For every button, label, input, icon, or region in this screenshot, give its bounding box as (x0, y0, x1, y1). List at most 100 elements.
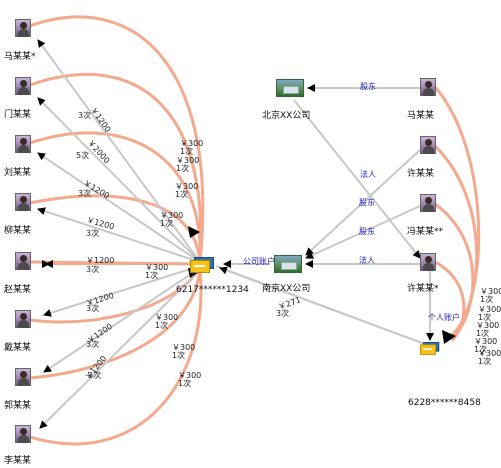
person-node[interactable] (420, 253, 436, 271)
relation-label: 公司账户 (243, 257, 275, 266)
transfer-amount: ￥1200 (86, 256, 115, 265)
arrowhead-left-p5 (42, 260, 50, 268)
cross-transfer-count: 3次 (276, 309, 290, 318)
return-count: 1次 (172, 351, 186, 360)
return-count: 1次 (145, 271, 159, 280)
arrowhead-card2 (442, 330, 456, 344)
relation-label: 股东 (360, 82, 376, 91)
flow-p3-card1 (29, 131, 202, 263)
bank-card-icon[interactable] (420, 342, 440, 355)
person-node[interactable] (15, 77, 31, 95)
return-amount: ￥300 (160, 211, 184, 220)
flow-p2-card1 (29, 72, 203, 263)
person-name: 马某某* (4, 52, 36, 62)
link-p7-card (43, 267, 201, 373)
return-count: 1次 (178, 379, 192, 388)
transfer-count: 3次 (78, 111, 92, 120)
bank-card-icon[interactable] (190, 257, 214, 273)
return-amount: ￥300 (176, 156, 200, 165)
person-node[interactable] (15, 19, 31, 37)
return-amount: ￥300 (478, 305, 501, 314)
account-number: 6228******8458 (408, 398, 481, 408)
link-p6-card (43, 265, 201, 317)
return-count: 1次 (180, 147, 194, 156)
return-amount: ￥300 (180, 139, 204, 148)
flows-to-card2 (433, 86, 481, 342)
link-p2-card (37, 97, 201, 263)
link-p8-card (39, 269, 201, 429)
transfer-count: 3次 (78, 189, 92, 198)
person-node[interactable] (15, 368, 31, 386)
flow-r4-card2 (434, 260, 466, 342)
person-name: 许某某 (407, 169, 435, 179)
relation-label: 股东 (359, 227, 375, 236)
person-name: 戴某某 (4, 343, 32, 353)
person-name: 马某某 (407, 111, 435, 121)
arrowhead-card1-mid (188, 226, 200, 238)
return-count: 1次 (175, 190, 189, 199)
return-amount: ￥300 (175, 182, 199, 191)
transfer-count: 3次 (86, 265, 100, 274)
person-name: 郭某某 (4, 401, 32, 411)
return-count: 1次 (474, 345, 488, 354)
flow-p8-card1 (29, 269, 203, 446)
return-count: 1次 (480, 295, 494, 304)
relation-label: 法人 (359, 256, 375, 265)
transfer-count: 3次 (86, 340, 100, 349)
link-shareholder-nj-1 (305, 149, 421, 256)
person-name: 门某某 (4, 110, 32, 120)
person-node[interactable] (420, 136, 436, 154)
link-card2-card1 (219, 266, 431, 347)
transfer-count: 3次 (86, 229, 100, 238)
transfer-count: 5次 (76, 151, 90, 160)
company-node[interactable] (276, 79, 304, 97)
return-amount: ￥300 (476, 321, 500, 330)
person-node[interactable] (15, 310, 31, 328)
return-count: 1次 (160, 219, 174, 228)
flow-p4-card1 (29, 194, 202, 263)
person-node[interactable] (15, 135, 31, 153)
link-shareholder-nj-2 (305, 205, 421, 259)
person-name: 赵某某 (4, 285, 32, 295)
link-p3-card (37, 152, 201, 263)
relation-label: 股东 (359, 198, 375, 207)
flow-p7-card1 (29, 267, 202, 380)
person-node[interactable] (15, 425, 31, 443)
person-node[interactable] (420, 78, 436, 96)
return-amount: ￥300 (178, 371, 202, 380)
company-name: 北京XX公司 (262, 111, 311, 121)
relation-label: 法人 (360, 170, 376, 179)
flow-p1-card1 (29, 15, 205, 263)
link-p4-card (37, 207, 201, 263)
person-node[interactable] (15, 193, 31, 211)
transfer-count: 3次 (88, 371, 102, 380)
person-name: 许某某* (407, 284, 439, 294)
relation-label: 个人账户 (428, 313, 460, 322)
link-legal-bj (293, 99, 421, 259)
return-count: 1次 (176, 164, 190, 173)
return-amount: ￥300 (478, 349, 501, 358)
return-amount: ￥300 (474, 337, 498, 346)
return-count: 1次 (155, 321, 169, 330)
return-amount: ￥300 (480, 287, 501, 296)
company-node[interactable] (274, 255, 302, 273)
person-node[interactable] (420, 194, 436, 212)
person-name: 冯某某** (407, 227, 444, 237)
account-number: 6217******1234 (176, 285, 249, 295)
person-name: 刘某某 (4, 168, 32, 178)
person-name: 柳某某 (4, 226, 32, 236)
return-count: 1次 (478, 313, 492, 322)
return-amount: ￥300 (155, 313, 179, 322)
return-amount: ￥300 (145, 263, 169, 272)
return-count: 1次 (476, 329, 490, 338)
return-count: 1次 (478, 357, 492, 366)
grey-links (37, 39, 434, 429)
transfer-count: 3次 (86, 304, 100, 313)
person-name: 李某某 (4, 456, 32, 466)
return-amount: ￥300 (172, 343, 196, 352)
link-p1-card (37, 39, 201, 263)
company-name: 南京XX公司 (262, 284, 311, 294)
person-node[interactable] (15, 252, 31, 270)
